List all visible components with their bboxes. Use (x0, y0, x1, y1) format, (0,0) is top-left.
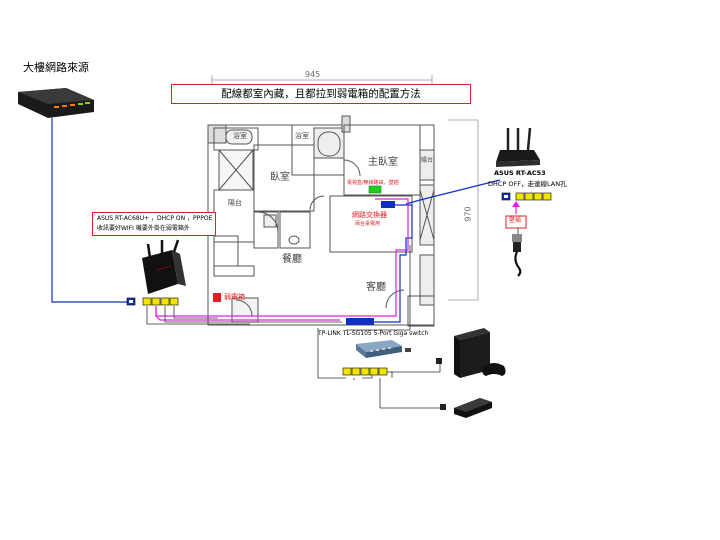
weak-electric-box (213, 293, 221, 302)
router-ports (126, 297, 179, 306)
streaming-box-icon (454, 398, 492, 418)
floor-plan (207, 115, 435, 327)
blue-cables (51, 118, 501, 323)
weak-electric-box-label: 弱電箱 (224, 293, 245, 301)
up-arrow-icon (512, 201, 520, 207)
title-box: 配線都室內藏，且都拉到弱電箱的配置方法 (171, 84, 471, 104)
secondary-router-name: ASUS RT-AC53 (494, 169, 546, 177)
console-plug (436, 358, 442, 364)
room-living: 客廳 (366, 282, 386, 293)
tv-box-wall-label: 電視盒/無線路由，壁插 (347, 180, 399, 186)
tp-link-switch-marker (346, 318, 374, 325)
network-switch-sublabel: 兩台桌電用 (355, 221, 381, 227)
main-router-note: ASUS RT-AC68U+ ，DHCP ON ，PPPOE 收訊要好WIFI … (92, 212, 216, 236)
switch-ports (342, 367, 388, 376)
switch-power-plug (405, 348, 411, 352)
width-dimension: 945 (305, 70, 321, 79)
router-icon (142, 239, 186, 294)
room-balcony-left: 陽台 (228, 199, 242, 207)
secondary-router-ports (501, 192, 552, 201)
wall-jack-box (505, 215, 527, 229)
room-balcony-right: 陽台 (421, 157, 434, 164)
switch-icon (356, 340, 402, 358)
network-switch-marker (381, 201, 395, 208)
room-master-bedroom: 主臥室 (368, 157, 398, 168)
secondary-router-mode: DHCP OFF，走連線LAN孔 (488, 180, 567, 188)
main-router-config: ASUS RT-AC68U+ ，DHCP ON ，PPPOE (97, 215, 213, 222)
room-bedroom: 臥室 (270, 172, 290, 183)
building-network-source-label: 大樓網路來源 (23, 61, 89, 74)
diagram-title: 配線都室內藏，且都拉到弱電箱的配置方法 (221, 88, 421, 100)
ethernet-plug-icon (512, 234, 522, 277)
room-bathroom-2: 浴室 (295, 132, 309, 140)
router-icon (496, 127, 540, 167)
gray-cables (146, 216, 519, 409)
room-dining: 餐廳 (282, 254, 302, 265)
main-router-placement: 收訊要好WIFI 機要外掛在弱電箱外 (97, 225, 190, 232)
dimension-lines (211, 75, 479, 301)
height-dimension: 970 (463, 206, 473, 222)
box-plug (440, 404, 446, 410)
wall-jack-label: 壁插 (509, 217, 522, 224)
game-console-icon (454, 328, 506, 378)
switch-model-label: TP-LINK TL-SG105 5-Port Giga switch (318, 330, 429, 337)
network-switch-label: 網路交換器 (352, 211, 387, 219)
modem-icon (18, 88, 94, 118)
tv-box-wall-jack (368, 185, 382, 194)
magenta-cables (155, 198, 409, 321)
room-bathroom-1: 浴室 (233, 132, 247, 140)
